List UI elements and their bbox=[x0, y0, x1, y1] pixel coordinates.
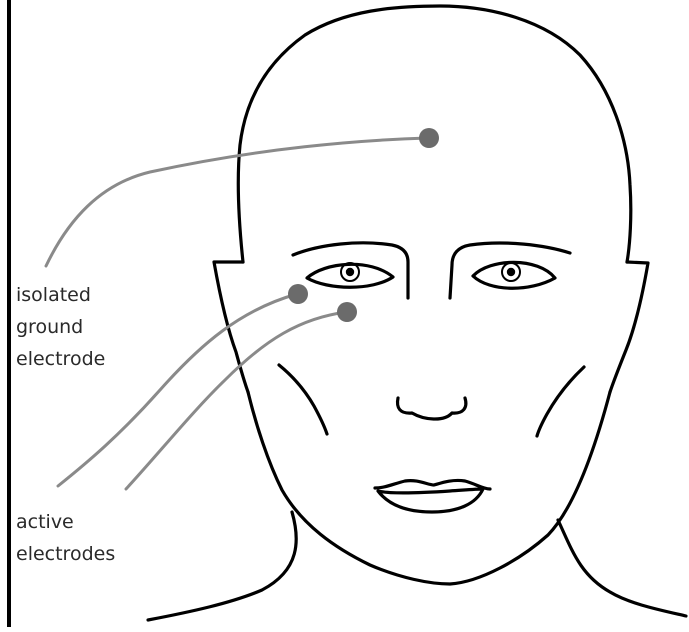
neck-right bbox=[558, 520, 686, 616]
active-label-line-2: electrodes bbox=[16, 538, 176, 570]
active-electrodes-label: active electrodes bbox=[16, 506, 176, 570]
ground-label-line-3: electrode bbox=[16, 343, 146, 375]
ground-electrode-label: isolated ground electrode bbox=[16, 279, 146, 375]
ground-label-line-1: isolated bbox=[16, 279, 146, 311]
mouth-upper bbox=[375, 480, 490, 489]
ground-label-line-2: ground bbox=[16, 311, 146, 343]
active-label-line-1: active bbox=[16, 506, 176, 538]
jaw-outline bbox=[248, 392, 610, 584]
active-electrode-1 bbox=[288, 284, 308, 304]
nose bbox=[398, 398, 466, 419]
right-pupil bbox=[502, 263, 520, 281]
ground-electrode bbox=[419, 128, 439, 148]
right-eye bbox=[473, 262, 555, 288]
ground-electrode-wire bbox=[46, 138, 428, 266]
active-electrode-2 bbox=[337, 302, 357, 322]
left-cheek-line bbox=[279, 365, 327, 434]
active-electrode-wire-2 bbox=[126, 312, 347, 489]
mouth-lower bbox=[378, 489, 483, 512]
right-ear bbox=[610, 262, 648, 392]
right-cheek-line bbox=[537, 367, 584, 436]
